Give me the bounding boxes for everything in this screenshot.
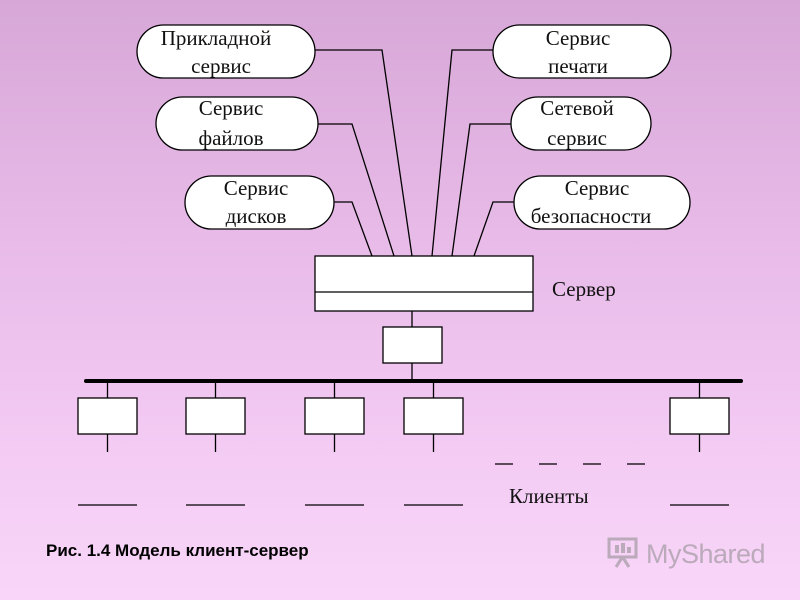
service-print-line2: печати xyxy=(548,54,608,78)
client-station xyxy=(669,381,730,506)
client-station xyxy=(185,381,246,506)
service-network: Сетевой сервис xyxy=(510,96,652,151)
connector-security xyxy=(473,201,514,257)
service-network-line1: Сетевой xyxy=(540,96,614,120)
service-disks: Сервис дисков xyxy=(184,175,335,230)
service-connectors xyxy=(315,49,514,257)
connector-files xyxy=(318,123,395,257)
client-box xyxy=(304,397,365,435)
server-box xyxy=(314,255,534,312)
service-print-line1: Сервис xyxy=(546,26,611,50)
service-network-line2: сервис xyxy=(547,126,607,150)
client-box xyxy=(669,397,730,435)
connector-disks xyxy=(334,201,373,257)
service-applied-line2: сервис xyxy=(191,54,251,78)
server-label: Сервер xyxy=(552,277,616,301)
service-files-line2: файлов xyxy=(198,126,263,150)
clients-group xyxy=(77,381,730,506)
connector-network xyxy=(451,123,511,257)
figure-caption: Рис. 1.4 Модель клиент-сервер xyxy=(46,541,309,560)
client-box xyxy=(185,397,246,435)
presentation-board-icon xyxy=(606,535,640,574)
client-station xyxy=(77,381,138,506)
client-box xyxy=(403,397,464,435)
service-applied: Прикладной сервис xyxy=(136,24,316,79)
service-disks-line1: Сервис xyxy=(224,176,289,200)
client-station xyxy=(304,381,365,506)
service-security-line1: Сервис xyxy=(565,176,630,200)
server-adapter-box xyxy=(382,326,443,364)
service-security: Сервис безопасности xyxy=(513,175,691,230)
client-station xyxy=(403,381,464,506)
service-disks-line2: дисков xyxy=(226,204,287,228)
clients-label: Клиенты xyxy=(509,484,589,508)
service-files-line1: Сервис xyxy=(199,96,264,120)
watermark: MyShared xyxy=(606,536,776,572)
service-applied-line1: Прикладной xyxy=(161,26,272,50)
service-print: Сервис печати xyxy=(492,24,672,79)
client-box xyxy=(77,397,138,435)
service-files: Сервис файлов xyxy=(155,96,319,151)
connector-applied xyxy=(315,49,413,257)
connector-print xyxy=(431,49,493,257)
watermark-text: MyShared xyxy=(646,538,766,569)
service-security-line2: безопасности xyxy=(531,204,652,228)
